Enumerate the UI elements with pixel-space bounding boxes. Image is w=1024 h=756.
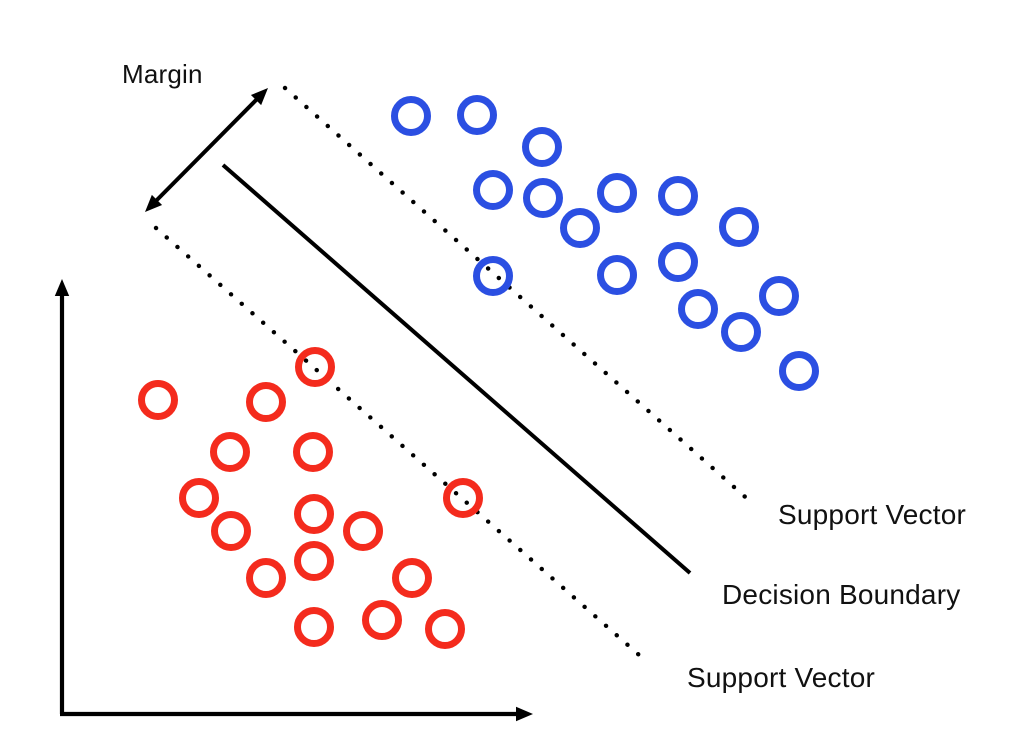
red-class-point <box>246 558 286 598</box>
blue-class-point <box>597 173 637 213</box>
blue-class-point <box>560 208 600 248</box>
red-class-point <box>343 511 383 551</box>
support-vector-line-upper <box>282 85 755 506</box>
blue-class-point <box>473 256 513 296</box>
margin-arrow <box>152 95 261 205</box>
blue-class-point <box>658 176 698 216</box>
blue-class-point <box>523 178 563 218</box>
blue-class-point <box>658 242 698 282</box>
blue-class-point <box>391 96 431 136</box>
blue-class-point <box>597 255 637 295</box>
blue-class-point <box>759 276 799 316</box>
blue-class-point <box>473 170 513 210</box>
red-class-point <box>443 478 483 518</box>
red-class-point <box>246 382 286 422</box>
margin-arrowhead-lower-icon <box>145 194 163 212</box>
x-axis-arrowhead-icon <box>516 706 533 722</box>
support-vector-label-lower: Support Vector <box>687 662 876 693</box>
red-class-point <box>179 478 219 518</box>
blue-class-point <box>457 95 497 135</box>
support-vector-label-upper: Support Vector <box>778 499 967 530</box>
decision-boundary-label: Decision Boundary <box>722 579 961 610</box>
y-axis-arrowhead-icon <box>54 279 70 296</box>
support-vector-line-lower <box>153 225 650 665</box>
decision-boundary-line <box>221 163 692 575</box>
red-class-point <box>294 541 334 581</box>
red-class-point <box>362 600 402 640</box>
red-class-point <box>294 494 334 534</box>
red-class-point <box>211 511 251 551</box>
red-class-point <box>425 609 465 649</box>
red-class-point <box>392 558 432 598</box>
blue-class-point <box>779 351 819 391</box>
red-class-point <box>138 380 178 420</box>
margin-label: Margin <box>122 59 203 89</box>
blue-class-point <box>522 127 562 167</box>
red-class-point <box>294 607 334 647</box>
red-class-point <box>293 432 333 472</box>
blue-class-point <box>678 289 718 329</box>
margin-arrowhead-upper-icon <box>250 88 268 106</box>
blue-class-point <box>721 312 761 352</box>
red-class-point <box>295 347 335 387</box>
blue-class-point <box>719 207 759 247</box>
red-class-point <box>210 432 250 472</box>
